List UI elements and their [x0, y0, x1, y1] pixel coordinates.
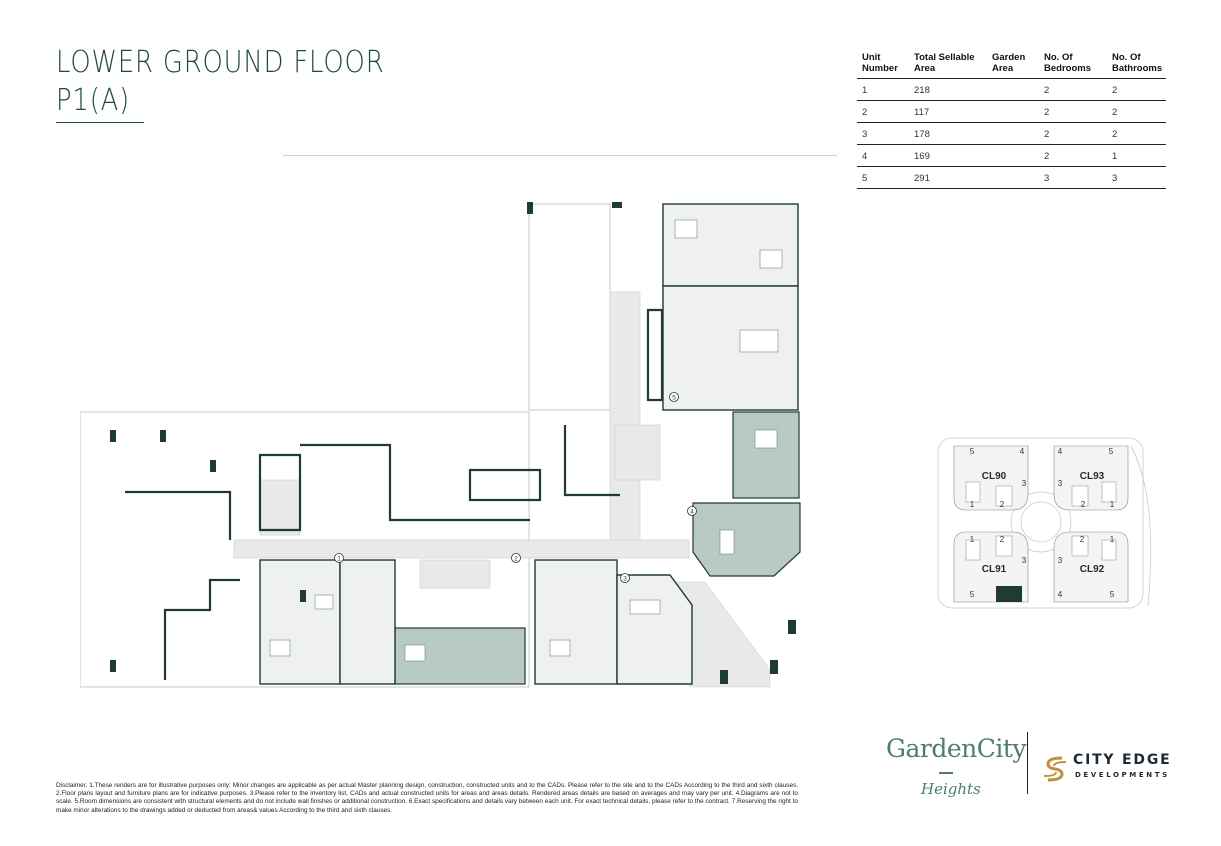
key-map: CL90 5 4 3 1 2 CL93 4 5 3 2 1 CL91 1 2 3… [937, 437, 1152, 609]
branding: GardenCity Heights CITY EDGE DEVELOPMENT… [868, 732, 1172, 802]
key-unit-label: 1 [1110, 535, 1115, 544]
cell-unit-number: 1 [857, 78, 909, 101]
table-row: 2 117 2 2 [857, 100, 1166, 123]
gardencity-logo-dash [939, 772, 953, 774]
key-unit-label: 3 [1058, 556, 1063, 565]
key-unit-label-highlighted: 4 [1022, 590, 1027, 599]
unit-marker-3: 3 [620, 573, 630, 583]
cell-bedrooms: 2 [1039, 122, 1107, 145]
unit-marker-4: 4 [687, 506, 697, 516]
unit-marker-4-label: 4 [690, 509, 694, 516]
key-unit-label: 5 [1110, 590, 1115, 599]
key-unit-label: 1 [970, 535, 975, 544]
disclaimer-text: Disclaimer. 1.These renders are for illu… [56, 782, 798, 814]
col-total-sellable-area: Total Sellable Area [909, 50, 987, 79]
key-unit-label: 4 [1020, 447, 1025, 456]
cell-total-area: 218 [909, 78, 987, 101]
key-unit-label: 2 [1081, 500, 1086, 509]
cell-bedrooms: 3 [1039, 166, 1107, 189]
unit-marker-1-label: 1 [337, 556, 341, 563]
cluster-cl90-label: CL90 [982, 471, 1007, 482]
key-unit-label: 3 [1022, 479, 1027, 488]
floor-plan: 1 2 3 4 5 [80, 202, 801, 688]
cluster-cl90: CL90 5 4 3 1 2 [953, 445, 1029, 511]
cell-total-area: 178 [909, 122, 987, 145]
unit-marker-5-label: 5 [672, 395, 676, 402]
cluster-cl91-label: CL91 [982, 564, 1007, 575]
cell-garden-area [987, 78, 1039, 101]
cell-garden-area [987, 144, 1039, 167]
unit-marker-2-label: 2 [514, 556, 518, 563]
unit-markers: 1 2 3 4 5 [334, 392, 697, 583]
col-bathrooms: No. Of Bathrooms [1107, 50, 1166, 79]
key-unit-label: 5 [1109, 447, 1114, 456]
cluster-cl93: CL93 4 5 3 2 1 [1053, 445, 1129, 511]
page-title: LOWER GROUND FLOOR P1(A) [56, 44, 438, 120]
key-unit-label: 2 [1000, 500, 1005, 509]
unit-marker-3-label: 3 [623, 576, 627, 583]
cell-bathrooms: 3 [1107, 166, 1166, 189]
cell-unit-number: 4 [857, 144, 909, 167]
cluster-cl91: CL91 1 2 3 5 4 [953, 531, 1029, 603]
key-unit-label: 1 [1110, 500, 1115, 509]
page-title-line-1: LOWER GROUND FLOOR [56, 45, 385, 80]
unit-marker-2: 2 [511, 553, 521, 563]
unit-marker-1: 1 [334, 553, 344, 563]
key-unit-label: 3 [1058, 479, 1063, 488]
unit-area-table: Unit Number Total Sellable Area Garden A… [857, 50, 1166, 189]
title-underline [56, 122, 144, 123]
cell-bedrooms: 2 [1039, 100, 1107, 123]
cell-bathrooms: 2 [1107, 100, 1166, 123]
cluster-cl92-label: CL92 [1080, 564, 1105, 575]
cell-total-area: 117 [909, 100, 987, 123]
gardencity-logo-wordmark: GardenCity [886, 734, 1027, 763]
key-unit-label: 3 [1022, 556, 1027, 565]
city-edge-logo-subtitle: DEVELOPMENTS [1075, 771, 1170, 779]
key-unit-label: 2 [1000, 535, 1005, 544]
columns [110, 202, 796, 684]
cell-unit-number: 2 [857, 100, 909, 123]
cluster-cl93-label: CL93 [1080, 471, 1105, 482]
unit-rooms [259, 203, 799, 685]
brand-divider [1027, 732, 1028, 794]
cell-bathrooms: 2 [1107, 78, 1166, 101]
table-row: 4 169 2 1 [857, 144, 1166, 167]
cell-bathrooms: 2 [1107, 122, 1166, 145]
cell-bathrooms: 1 [1107, 144, 1166, 167]
header-divider [283, 155, 837, 156]
table-row: 1 218 2 2 [857, 78, 1166, 101]
col-garden-area: Garden Area [987, 50, 1039, 79]
key-unit-label: 2 [1080, 535, 1085, 544]
common-areas [233, 291, 771, 688]
cell-garden-area [987, 122, 1039, 145]
cluster-cl92: CL92 2 1 3 4 5 [1053, 531, 1129, 603]
key-unit-label: 4 [1058, 590, 1063, 599]
cell-garden-area [987, 100, 1039, 123]
unit-marker-5: 5 [669, 392, 679, 402]
city-edge-logo-icon [1043, 756, 1067, 782]
key-unit-label: 1 [970, 500, 975, 509]
cell-bedrooms: 2 [1039, 144, 1107, 167]
key-unit-label: 5 [970, 590, 975, 599]
cell-unit-number: 5 [857, 166, 909, 189]
col-bedrooms: No. Of Bedrooms [1039, 50, 1107, 79]
cell-total-area: 169 [909, 144, 987, 167]
gardencity-logo-subtitle: Heights [921, 780, 981, 798]
table-row: 5 291 3 3 [857, 166, 1166, 189]
key-unit-label: 5 [970, 447, 975, 456]
table-header-row: Unit Number Total Sellable Area Garden A… [857, 50, 1166, 79]
col-unit-number: Unit Number [857, 50, 909, 79]
site-roads [937, 437, 1152, 609]
cell-unit-number: 3 [857, 122, 909, 145]
cell-garden-area [987, 166, 1039, 189]
page-title-line-2: P1(A) [56, 83, 131, 118]
table-row: 3 178 2 2 [857, 122, 1166, 145]
city-edge-logo-wordmark: CITY EDGE [1073, 752, 1172, 768]
key-unit-label: 4 [1058, 447, 1063, 456]
cell-total-area: 291 [909, 166, 987, 189]
furniture [269, 219, 783, 662]
cell-bedrooms: 2 [1039, 78, 1107, 101]
structural-walls [125, 308, 664, 680]
highlighted-unit-4 [996, 586, 1022, 602]
